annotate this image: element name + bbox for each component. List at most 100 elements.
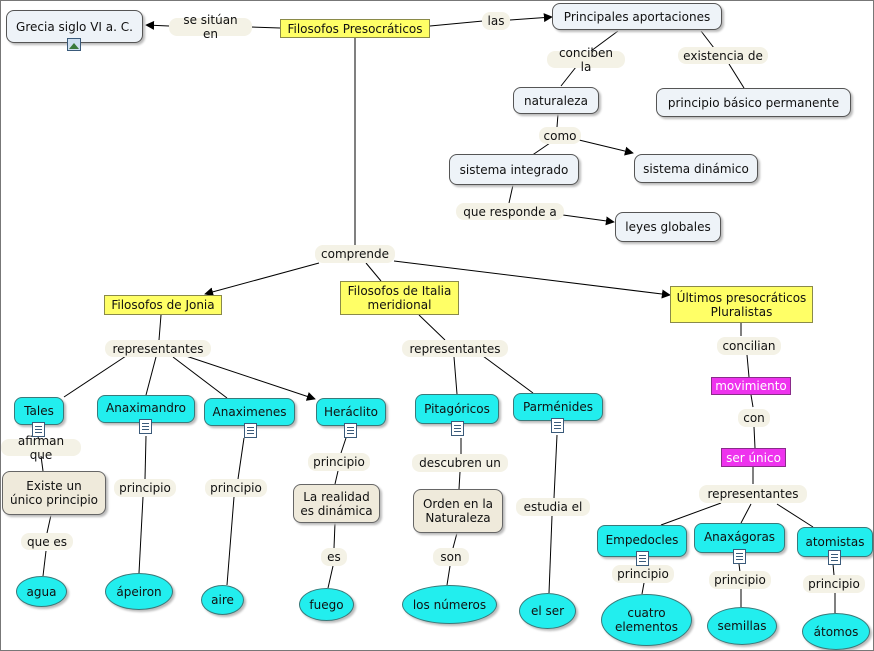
concept-principales-aportaciones[interactable]: Principales aportaciones (552, 3, 722, 30)
idea-la-realidad-es-dinamica[interactable]: La realidad es dinámica (293, 484, 380, 523)
document-icon[interactable] (733, 549, 746, 564)
connector-line (158, 314, 162, 341)
connector-line (333, 522, 336, 549)
connector-line (738, 563, 741, 573)
connector-line (530, 142, 551, 157)
philosopher-parmenides[interactable]: Parménides (513, 393, 603, 421)
document-icon[interactable] (451, 421, 464, 436)
principle-agua[interactable]: agua (16, 576, 67, 607)
connector-line (753, 426, 756, 449)
concept-grecia[interactable]: Grecia siglo VI a. C. (6, 10, 143, 43)
document-icon[interactable] (32, 422, 45, 437)
connector-line (226, 496, 235, 586)
connector-line (446, 565, 451, 586)
link-son: son (433, 548, 469, 566)
connector-line (145, 356, 157, 396)
principle-cuatro-elementos[interactable]: cuatro elementos (601, 594, 692, 646)
principle-semillas[interactable]: semillas (707, 607, 777, 645)
concept-sistema-dinamico[interactable]: sistema dinámico (634, 154, 758, 183)
connector-line (509, 13, 553, 23)
link-que-responde-a: que responde a (456, 203, 564, 220)
link-con: con (738, 409, 770, 427)
connector-line (508, 184, 514, 204)
connector-line (746, 354, 750, 378)
connector-line (458, 471, 461, 490)
connector-line (145, 20, 170, 30)
connector-line (46, 514, 52, 534)
principle-el-ser[interactable]: el ser (519, 593, 576, 629)
link-conciben-la: conciben la (547, 46, 625, 74)
link-las: las (482, 12, 510, 30)
document-icon[interactable] (551, 418, 564, 433)
connector-line (40, 455, 44, 472)
connector-line (728, 63, 745, 89)
connector-line (250, 26, 281, 29)
concept-filosofos-de-italia[interactable]: Filosofos de Italia meridional (340, 281, 459, 315)
connector-line (590, 30, 619, 52)
connector-line (553, 434, 558, 499)
principle-aire[interactable]: aire (201, 585, 244, 615)
connector-line (327, 565, 334, 589)
link-principio-empedocles: principio (612, 565, 674, 583)
concept-movimiento[interactable]: movimiento (711, 377, 791, 395)
connector-line (334, 470, 339, 485)
concept-filosofos-presocraticos[interactable]: Filosofos Presocráticos (280, 19, 430, 38)
link-principio-anaximandro: principio (114, 479, 176, 497)
concept-leyes-globales[interactable]: leyes globales (615, 212, 721, 242)
philosopher-heraclito[interactable]: Heráclito (316, 398, 386, 426)
connector-line (393, 260, 671, 299)
philosopher-pitagoricos[interactable]: Pitagóricos (415, 394, 499, 424)
connector-line (185, 355, 316, 401)
connector-line (63, 355, 127, 398)
connector-line (641, 582, 645, 595)
concept-naturaleza[interactable]: naturaleza (513, 87, 599, 114)
concept-principio-basico-permanente[interactable]: principio básico permanente (656, 88, 851, 117)
document-icon[interactable] (636, 551, 649, 566)
concept-filosofos-de-jonia[interactable]: Filosofos de Jonia (104, 295, 222, 315)
connector-line (776, 503, 814, 528)
connector-line (482, 355, 534, 394)
image-icon[interactable] (67, 38, 81, 51)
concept-ultimos-presocraticos[interactable]: Últimos presocráticos Pluralistas (670, 286, 813, 323)
idea-orden-en-la-naturaleza[interactable]: Orden en la Naturaleza (413, 489, 503, 533)
link-concilian: concilian (717, 337, 781, 355)
link-principio-anaxagoras: principio (709, 571, 771, 589)
document-icon[interactable] (139, 419, 152, 434)
philosopher-anaximenes[interactable]: Anaximenes (204, 398, 295, 426)
principle-fuego[interactable]: fuego (299, 588, 354, 621)
concept-ser-unico[interactable]: ser único (721, 448, 786, 467)
link-principio-anaximenes: principio (205, 479, 267, 497)
principle-atomos[interactable]: átomos (802, 613, 870, 650)
link-como: como (539, 127, 581, 144)
concept-sistema-integrado[interactable]: sistema integrado (449, 154, 579, 185)
connector-line (740, 503, 752, 524)
connector-line (418, 314, 446, 341)
link-representantes-jonia: representantes (105, 340, 211, 357)
connector-line (562, 214, 615, 226)
document-icon[interactable] (828, 550, 841, 565)
link-estudia-el: estudia el (516, 498, 590, 516)
connector-line (548, 515, 553, 594)
link-principio-atomistas: principio (803, 575, 865, 593)
connector-line (660, 502, 722, 526)
connector-line (452, 532, 458, 549)
connector-line (237, 437, 245, 480)
principle-los-numeros[interactable]: los números (402, 585, 497, 624)
link-principio-heraclito: principio (308, 453, 370, 471)
philosopher-tales[interactable]: Tales (14, 397, 64, 425)
document-icon[interactable] (244, 423, 257, 438)
principle-aperion[interactable]: ápeiron (105, 573, 173, 610)
link-es: es (321, 548, 347, 566)
document-icon[interactable] (344, 423, 357, 438)
connector-line (832, 563, 835, 576)
connector-line (144, 435, 147, 480)
philosopher-anaximandro[interactable]: Anaximandro (97, 395, 195, 423)
link-existencia-de: existencia de (678, 47, 768, 64)
connector-line (556, 113, 559, 128)
link-se-situan-en: se sitúan en (169, 13, 252, 41)
link-descubren-un: descubren un (412, 454, 508, 472)
link-representantes-ultimos: representantes (699, 485, 807, 503)
idea-existe-un-unico-principio[interactable]: Existe un único principio (2, 471, 106, 515)
connector-line (429, 20, 484, 27)
